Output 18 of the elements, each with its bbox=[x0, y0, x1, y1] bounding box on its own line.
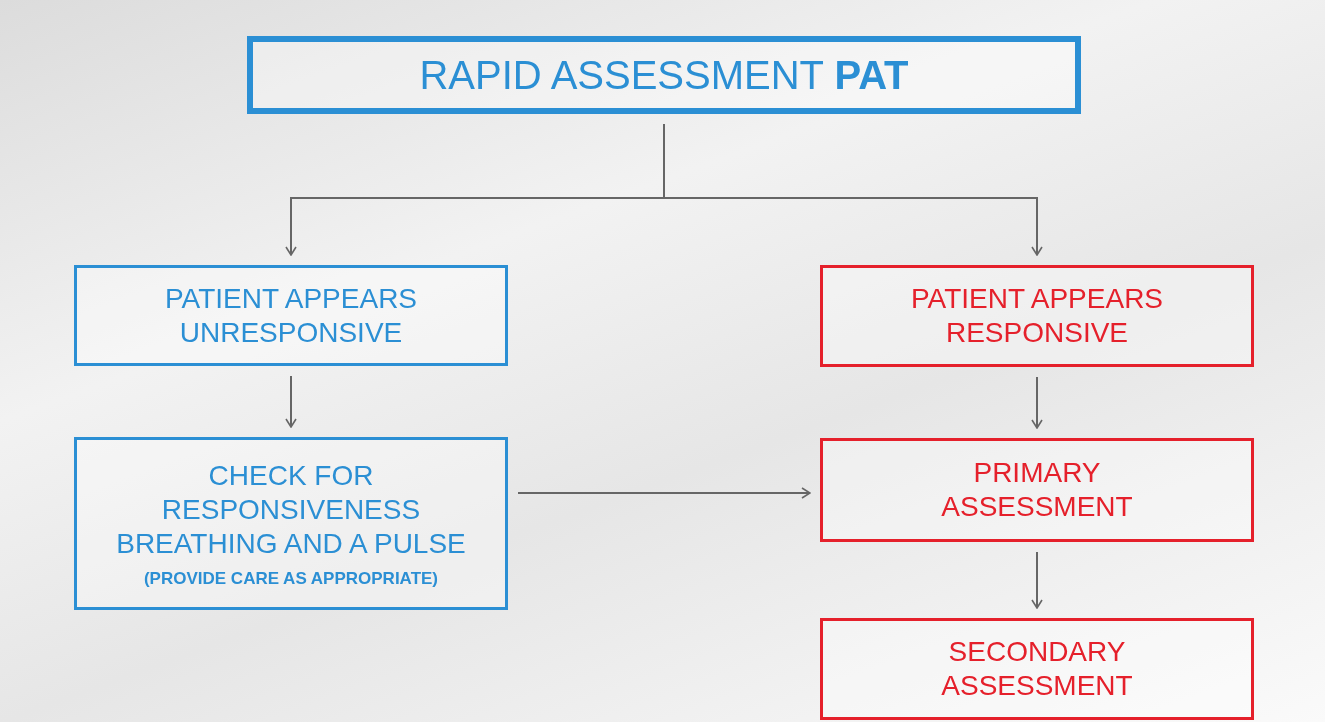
arrow bbox=[1031, 551, 1043, 609]
process-box bbox=[820, 265, 1254, 367]
arrow bbox=[1031, 376, 1043, 429]
title-box bbox=[247, 36, 1081, 114]
box-text: SECONDARY ASSESSMENT bbox=[940, 635, 1134, 703]
arrow bbox=[663, 123, 1043, 256]
box-text: CHECK FOR RESPONSIVENESS BREATHING AND A PULSE bbox=[115, 458, 467, 561]
box-text: PATIENT APPEARS UNRESPONSIVE bbox=[163, 281, 419, 350]
process-box bbox=[74, 437, 508, 610]
arrow bbox=[285, 375, 297, 428]
process-box bbox=[820, 438, 1254, 542]
box-text: PRIMARY ASSESSMENT bbox=[940, 456, 1134, 524]
box-text: PATIENT APPEARS RESPONSIVE bbox=[909, 282, 1165, 350]
process-box bbox=[820, 618, 1254, 720]
process-box bbox=[74, 265, 508, 366]
box-text: RAPID ASSESSMENT PAT bbox=[419, 58, 909, 92]
arrow bbox=[517, 487, 811, 499]
note-text: (PROVIDE CARE AS APPROPRIATE) bbox=[143, 568, 439, 589]
